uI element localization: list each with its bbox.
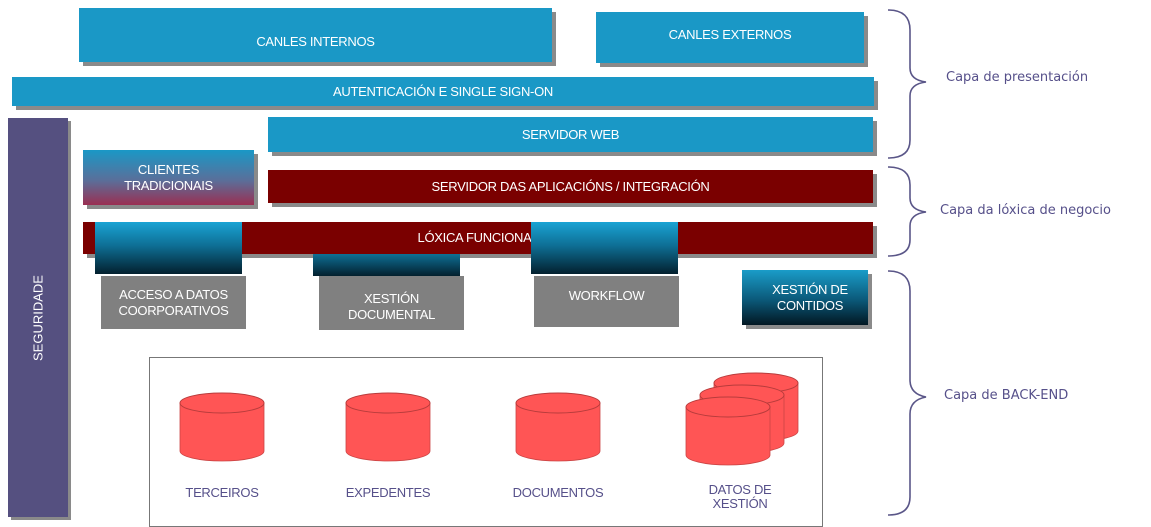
xestion-documental-connector: [313, 254, 460, 276]
canles-externos-block: CANLES EXTERNOS: [596, 12, 864, 63]
xestion-documental-label: XESTIÓN DOCUMENTAL: [347, 291, 436, 322]
canles-externos-label: CANLES EXTERNOS: [668, 26, 792, 42]
xestion-contidos-label: XESTIÓN DE CONTIDOS: [772, 281, 848, 313]
terceiros-database-icon: [179, 392, 265, 462]
documentos-database-icon: [515, 392, 601, 462]
datos-xestion-database-icon: [685, 396, 771, 466]
autenticacion-block: AUTENTICACIÓN E SINGLE SIGN-ON: [12, 77, 874, 106]
seguridade-column: SEGURIDADE: [8, 118, 68, 517]
clientes-tradicionais-block: CLIENTES TRADICIONAIS: [83, 150, 254, 205]
acceso-connector: [95, 222, 242, 274]
layer-braces: [887, 9, 927, 516]
database-label: DOCUMENTOS: [512, 485, 604, 500]
workflow-block: WORKFLOW: [534, 276, 679, 327]
layer-label-backend: Capa de BACK-END: [944, 388, 1069, 403]
acceso-datos-label: ACCESO A DATOS COORPORATIVOS: [118, 286, 229, 318]
acceso-datos-block: ACCESO A DATOS COORPORATIVOS: [101, 276, 246, 329]
workflow-connector: [531, 222, 678, 274]
expedentes-database-icon: [345, 392, 431, 462]
negocio-brace-icon: [887, 166, 927, 257]
servidor-aplicacions-label: SERVIDOR DAS APLICACIÓNS / INTEGRACIÓN: [431, 178, 710, 194]
loxica-funcional-label: LÓXICA FUNCIONAL: [417, 230, 539, 245]
database-label: EXPEDENTES: [345, 485, 431, 500]
clientes-tradicionais-label: CLIENTES TRADICIONAIS: [124, 161, 213, 193]
servidor-aplicacions-block: SERVIDOR DAS APLICACIÓNS / INTEGRACIÓN: [268, 170, 873, 203]
servidor-web-label: SERVIDOR WEB: [521, 126, 620, 142]
database-label: DATOS DE XESTIÓN: [708, 482, 772, 511]
layer-label-presentacion: Capa de presentación: [946, 70, 1089, 85]
canles-internos-block: CANLES INTERNOS: [79, 8, 552, 62]
workflow-label: WORKFLOW: [568, 287, 645, 303]
xestion-contidos-block: XESTIÓN DE CONTIDOS: [742, 270, 868, 325]
database-label: TERCEIROS: [185, 485, 259, 500]
backend-brace-icon: [887, 270, 927, 516]
canles-internos-label: CANLES INTERNOS: [256, 34, 375, 49]
autenticacion-label: AUTENTICACIÓN E SINGLE SIGN-ON: [333, 83, 553, 99]
servidor-web-block: SERVIDOR WEB: [268, 117, 873, 152]
layer-label-negocio: Capa da lóxica de negocio: [940, 203, 1111, 218]
xestion-documental-block: XESTIÓN DOCUMENTAL: [319, 276, 464, 330]
presentacion-brace-icon: [887, 9, 927, 159]
